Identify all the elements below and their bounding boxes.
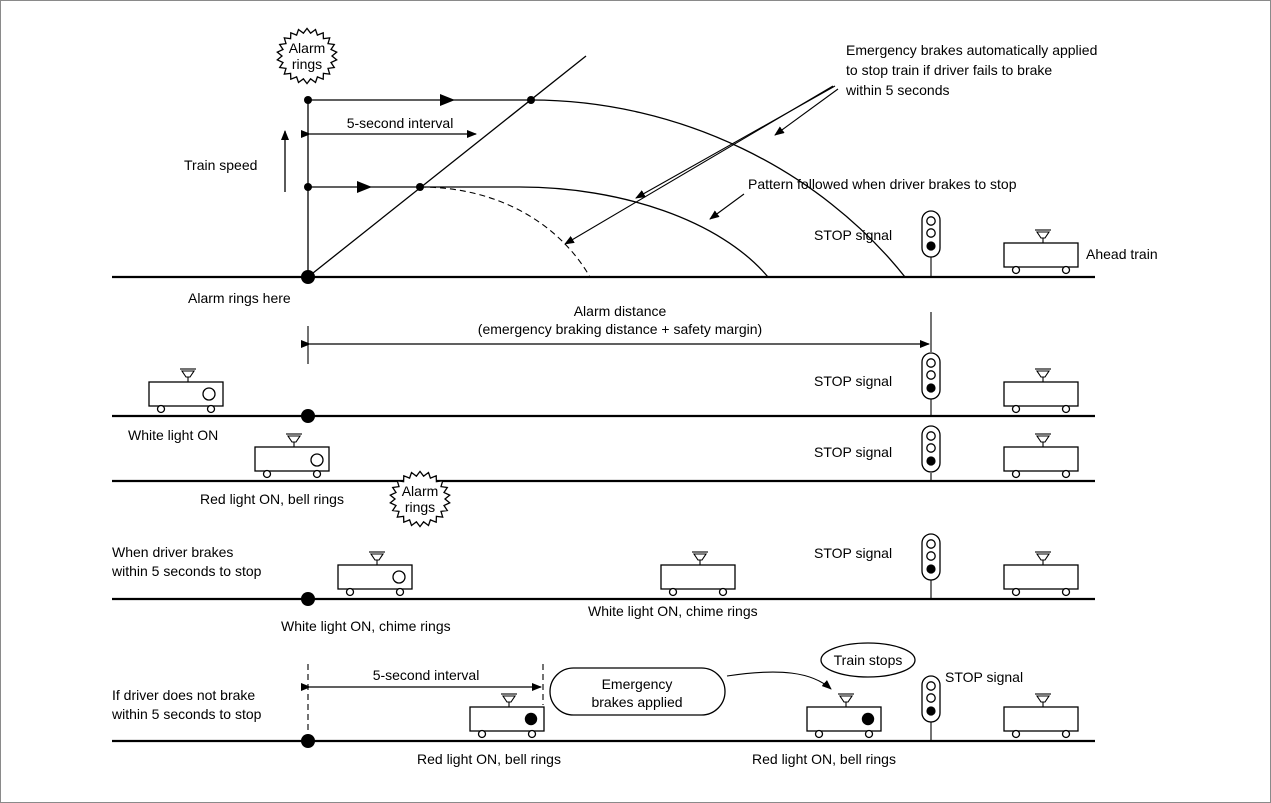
svg-text:rings: rings <box>405 499 435 515</box>
graph-node <box>527 96 535 104</box>
interval-label: 5-second interval <box>347 115 454 131</box>
alarm-distance: Alarm distance (emergency braking distan… <box>301 303 932 364</box>
flow-arrowhead <box>357 181 372 193</box>
graph-node <box>304 96 312 104</box>
speed-graph: Alarm rings 5-second interval Train spee… <box>112 27 1158 306</box>
train-icon <box>337 551 413 597</box>
alarm-pattern-line <box>307 55 587 278</box>
graph-node <box>304 183 312 191</box>
ahead-train-icon <box>1003 551 1079 597</box>
no-brake-label: If driver does not brake <box>112 687 255 703</box>
stop-signal-label: STOP signal <box>945 669 1023 685</box>
alarm-burst-line: rings <box>292 56 322 72</box>
white-light-label: White light ON <box>128 427 218 443</box>
svg-text:Alarm: Alarm <box>402 483 439 499</box>
alarm-distance-subtitle: (emergency braking distance + safety mar… <box>478 321 762 337</box>
ahead-train-icon <box>1003 229 1079 275</box>
stop-signal-label: STOP signal <box>814 373 892 389</box>
svg-text:within 5 seconds: within 5 seconds <box>845 82 950 98</box>
ahead-train-label: Ahead train <box>1086 246 1158 262</box>
note-pointer <box>774 88 839 136</box>
ahead-train-icon <box>1003 693 1079 739</box>
emergency-brake-curve <box>530 99 906 278</box>
alarm-point <box>301 409 315 423</box>
alarm-burst-icon: Alarm rings <box>276 27 338 85</box>
emergency-brake-curve-low <box>419 186 591 278</box>
train-icon <box>806 693 882 739</box>
train-icon <box>254 433 330 479</box>
stop-signal-icon <box>921 533 941 581</box>
scenario-no-brake: If driver does not brake within 5 second… <box>111 642 1095 767</box>
no-brake-label: within 5 seconds to stop <box>111 706 262 722</box>
stop-signal-label: STOP signal <box>814 444 892 460</box>
emergency-note: Emergency brakes automatically applied t… <box>845 42 1097 98</box>
stop-signal-label: STOP signal <box>814 227 892 243</box>
alarm-point <box>301 734 315 748</box>
flow-arrowhead <box>440 94 455 106</box>
alarm-burst-icon: Alarm rings <box>389 470 451 528</box>
driver-brakes-label: within 5 seconds to stop <box>111 563 262 579</box>
svg-text:Emergency brakes automatically: Emergency brakes automatically applied <box>846 42 1097 58</box>
train-stops-bubble <box>820 642 916 678</box>
scenario-driver-brakes: When driver brakes within 5 seconds to s… <box>111 533 1095 634</box>
train-icon <box>148 368 224 414</box>
driver-brakes-label: When driver brakes <box>112 544 233 560</box>
white-chime-label: White light ON, chime rings <box>588 603 758 619</box>
driver-brake-curve <box>420 186 769 278</box>
note-pointer <box>709 193 745 220</box>
train-speed-label: Train speed <box>184 157 257 173</box>
white-chime-label: White light ON, chime rings <box>281 618 451 634</box>
alarm-point <box>301 592 315 606</box>
scenario-red-light: Red light ON, bell rings Alarm rings STO… <box>112 425 1095 528</box>
scenario-white-light: White light ON STOP signal <box>112 352 1095 443</box>
pattern-note: Pattern followed when driver brakes to s… <box>748 176 1017 192</box>
red-bell-label: Red light ON, bell rings <box>752 751 896 767</box>
interval-label: 5-second interval <box>373 667 480 683</box>
emergency-applied-box <box>549 667 726 716</box>
stop-signal-icon <box>921 352 941 400</box>
ahead-train-icon <box>1003 433 1079 479</box>
train-stops-label: Train stops <box>834 652 903 668</box>
ahead-train-icon <box>1003 368 1079 414</box>
alarm-burst-line: Alarm <box>289 40 326 56</box>
alarm-point <box>301 270 315 284</box>
flow-arrow <box>726 671 832 690</box>
red-light-label: Red light ON, bell rings <box>200 491 344 507</box>
note-pointer <box>564 85 834 245</box>
stop-signal-icon <box>921 675 941 723</box>
alarm-distance-title: Alarm distance <box>574 303 667 319</box>
stop-signal-icon <box>921 425 941 473</box>
stop-signal-label: STOP signal <box>814 545 892 561</box>
emergency-applied-label: brakes applied <box>591 694 682 710</box>
red-bell-label: Red light ON, bell rings <box>417 751 561 767</box>
graph-node <box>416 183 424 191</box>
train-icon <box>469 693 545 739</box>
train-icon <box>660 551 736 597</box>
alarm-rings-here-label: Alarm rings here <box>188 290 291 306</box>
emergency-applied-label: Emergency <box>602 676 673 692</box>
svg-text:to stop train if driver fails: to stop train if driver fails to brake <box>846 62 1052 78</box>
stop-signal-icon <box>921 210 941 258</box>
